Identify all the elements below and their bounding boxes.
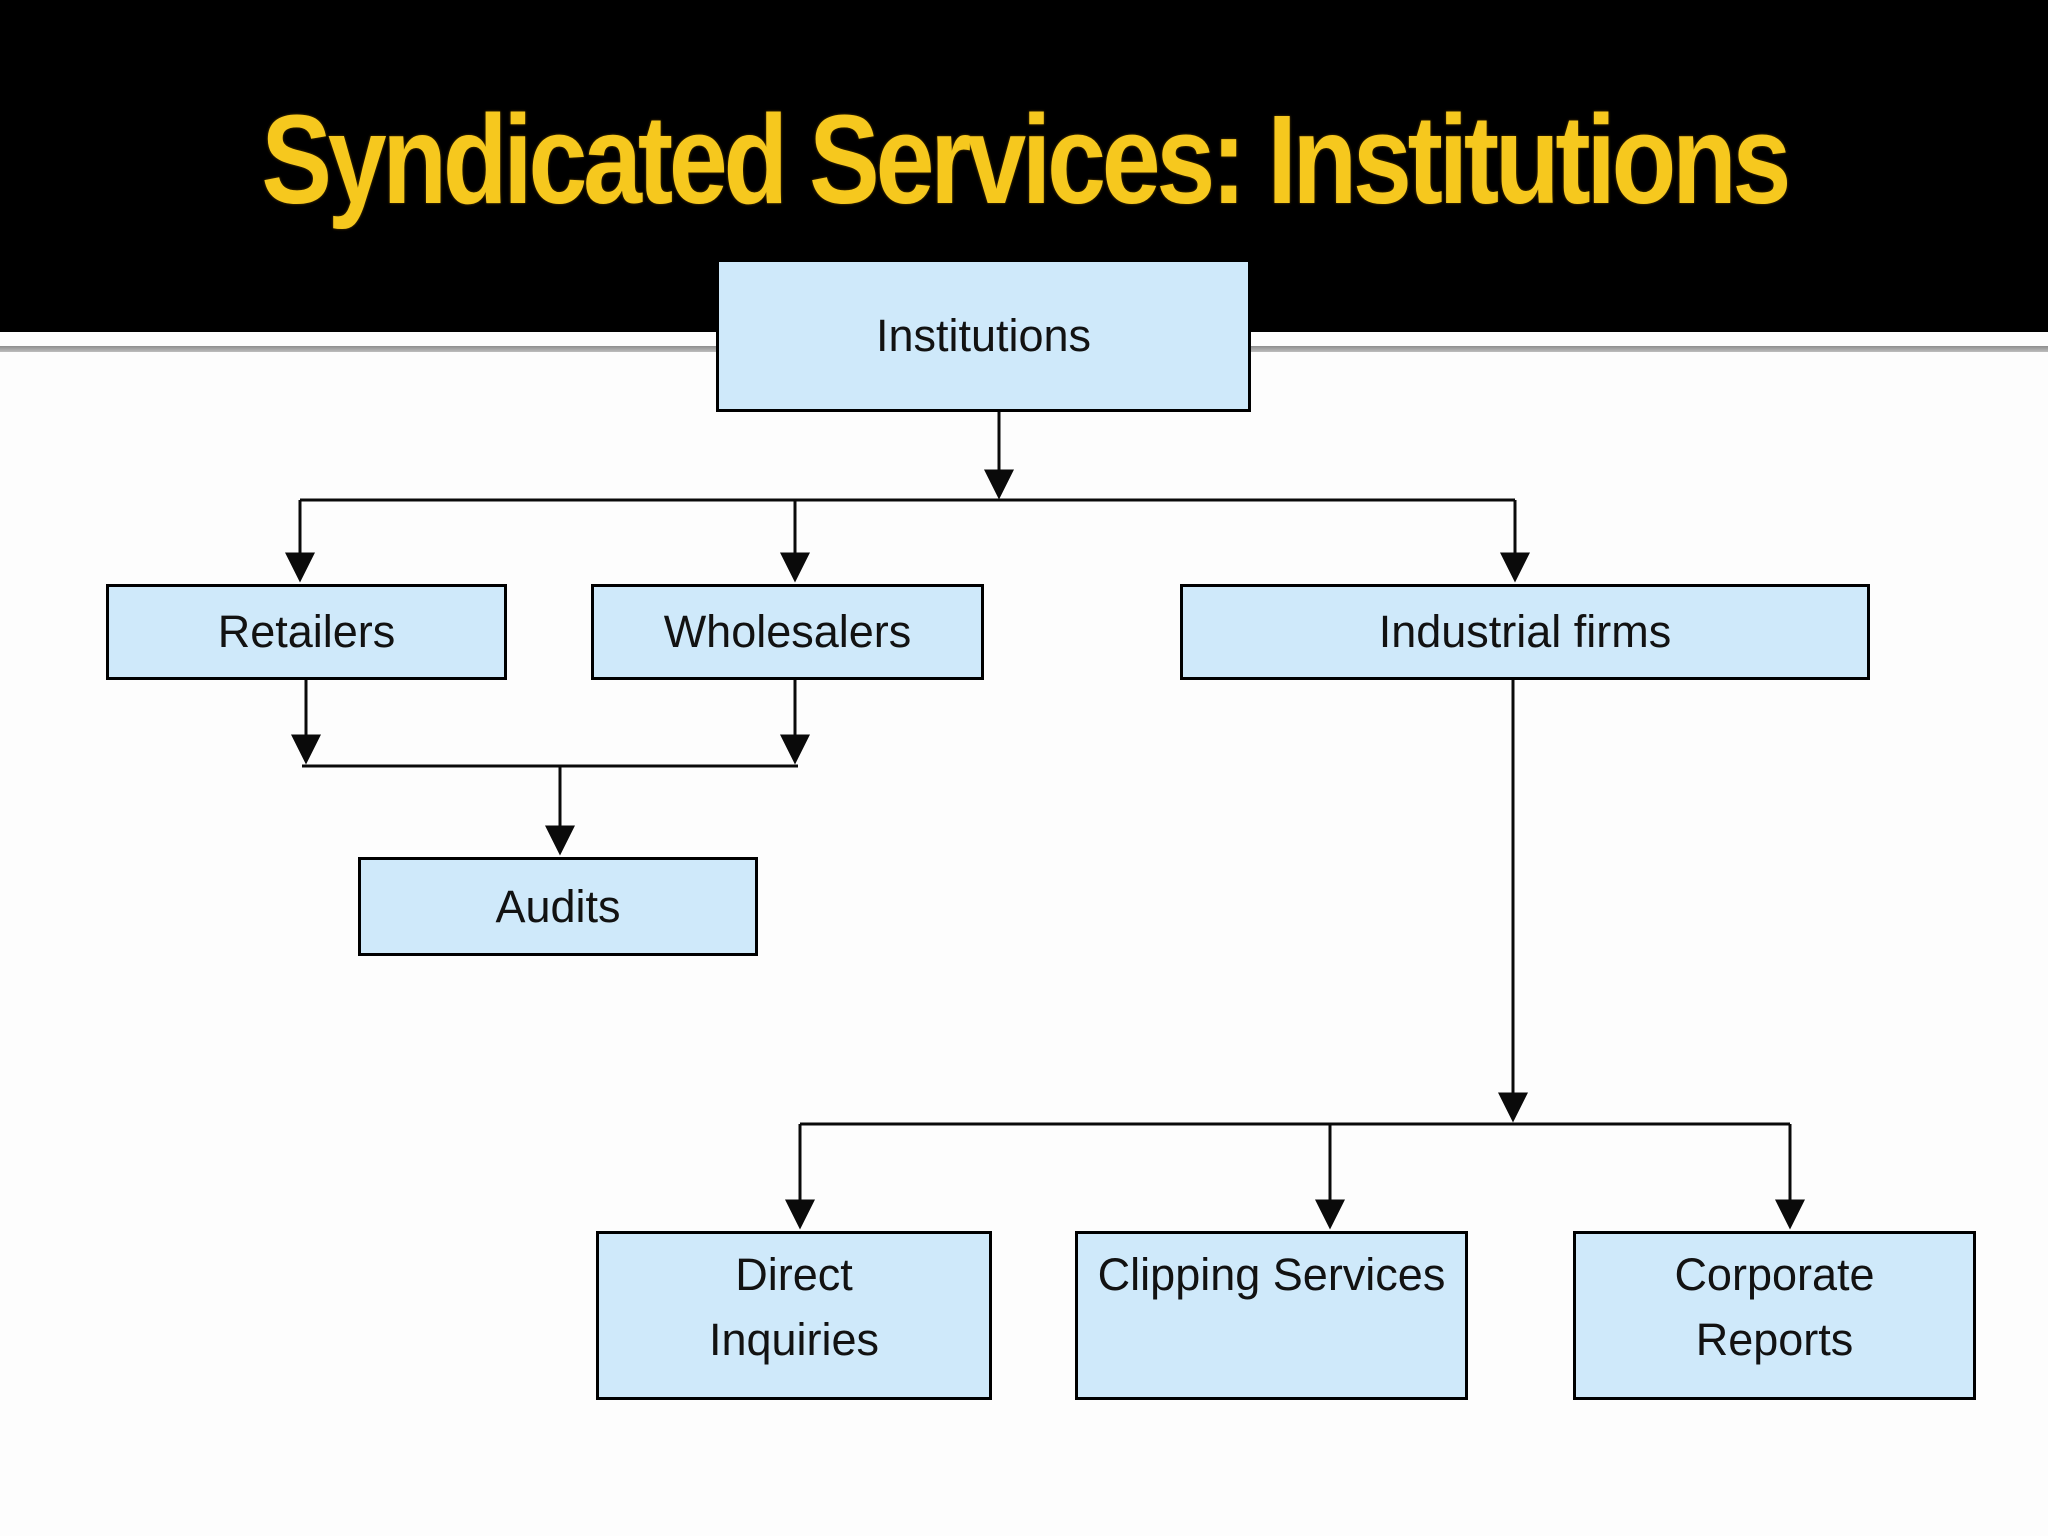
node-label: Institutions — [875, 309, 1092, 361]
node-label: Corporate Reports — [1674, 1249, 1875, 1366]
slide-title: Syndicated Services: Institutions — [261, 88, 1791, 230]
node-label: Wholesalers — [663, 606, 912, 658]
node-label: Retailers — [217, 606, 396, 658]
node-clipping-services: Clipping Services — [1075, 1231, 1468, 1400]
node-label: Audits — [495, 880, 621, 932]
node-industrial-firms: Industrial firms — [1180, 584, 1870, 680]
node-direct-inquiries: Direct Inquiries — [596, 1231, 992, 1400]
node-audits: Audits — [358, 857, 758, 956]
node-label: Industrial firms — [1378, 606, 1672, 658]
node-retailers: Retailers — [106, 584, 507, 680]
node-wholesalers: Wholesalers — [591, 584, 984, 680]
node-label: Clipping Services — [1097, 1249, 1446, 1300]
node-corporate-reports: Corporate Reports — [1573, 1231, 1976, 1400]
node-label: Direct Inquiries — [708, 1249, 880, 1366]
node-institutions: Institutions — [716, 259, 1251, 412]
